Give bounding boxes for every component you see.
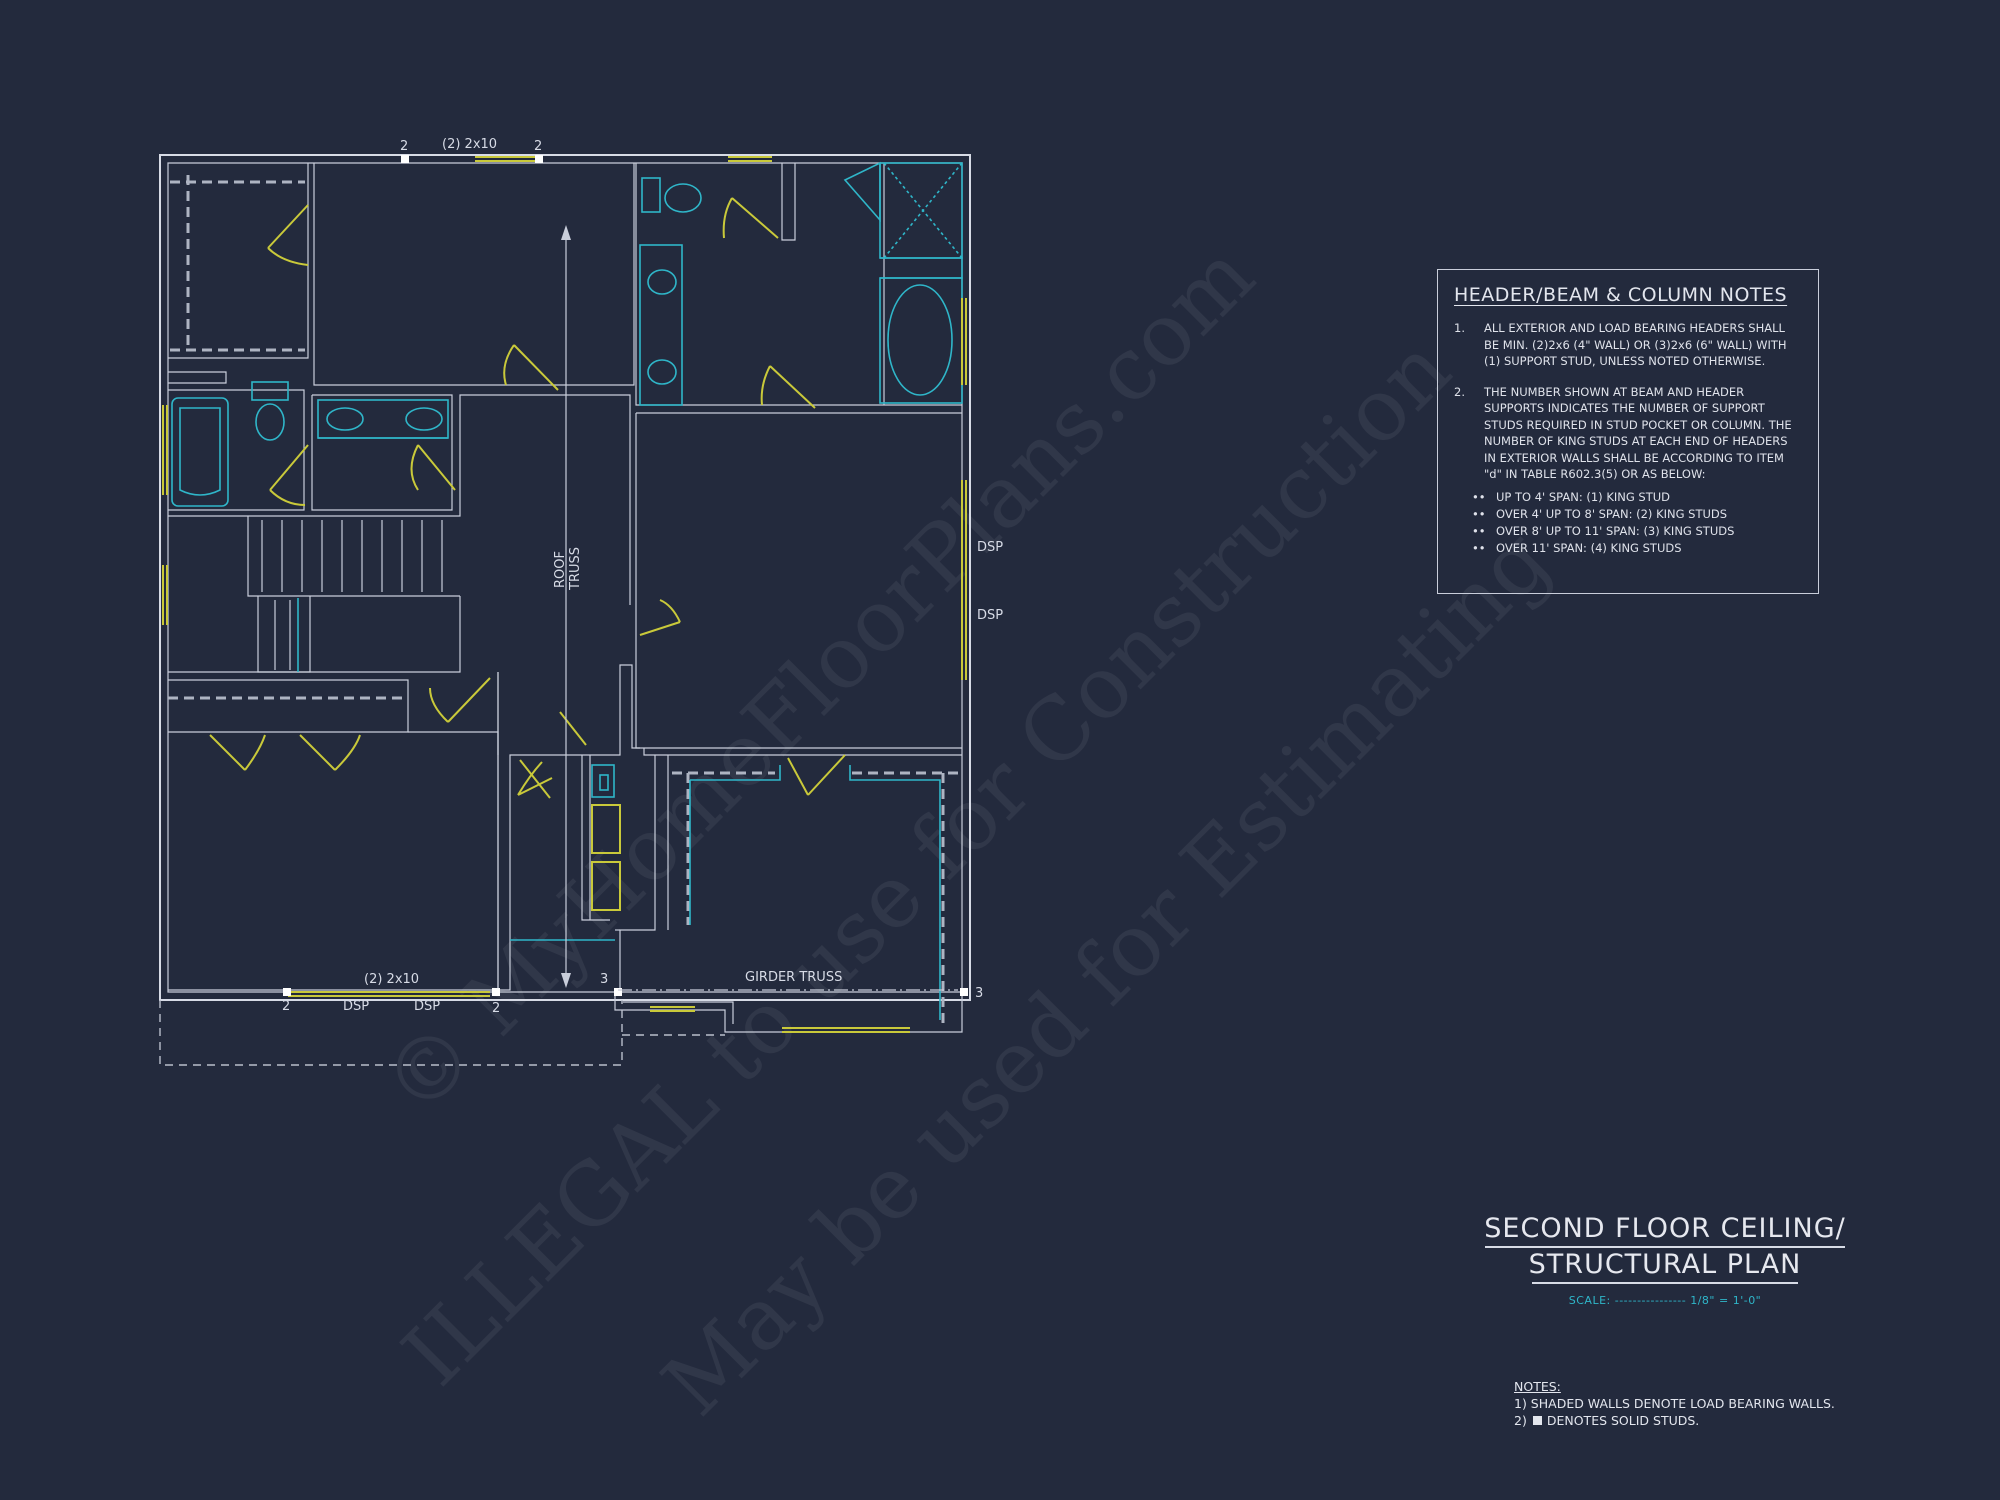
bullet-icon: •• — [1472, 489, 1486, 504]
header-top-label: (2) 2x10 — [442, 137, 497, 152]
general-note-2-text: DENOTES SOLID STUDS. — [1546, 1413, 1700, 1428]
door-swings — [209, 197, 846, 911]
load-bearing-lines — [168, 175, 960, 1025]
watermark-line-2: ILLEGAL to use for Construction — [384, 319, 1470, 1405]
bullet-icon: •• — [1472, 506, 1486, 521]
stud-count-label: 2 — [400, 139, 408, 154]
list-item: •• OVER 8' UP TO 11' SPAN: (3) KING STUD… — [1454, 523, 1802, 540]
roof-truss-arrow — [561, 225, 571, 988]
stair-treads — [261, 520, 443, 670]
list-item: •• OVER 4' UP TO 8' SPAN: (2) KING STUDS — [1454, 506, 1802, 523]
bullet-text: OVER 4' UP TO 8' SPAN: (2) KING STUDS — [1496, 506, 1728, 521]
stud-count-label: 3 — [975, 986, 983, 1001]
windows — [162, 156, 967, 1033]
notes-title: HEADER/BEAM & COLUMN NOTES — [1454, 284, 1788, 306]
roof-truss-label: TRUSS — [568, 547, 583, 591]
watermark: © MyHomeFloorPlans.com ILLEGAL to use fo… — [364, 225, 1569, 1434]
stud-count-label: 3 — [600, 972, 608, 987]
drawing-title-line-1: SECOND FLOOR CEILING/ — [1484, 1213, 1846, 1244]
general-note-2: 2) DENOTES SOLID STUDS. — [1514, 1412, 1835, 1429]
king-stud-list: •• UP TO 4' SPAN: (1) KING STUD •• OVER … — [1454, 489, 1802, 557]
header-bottom-label: (2) 2x10 — [364, 972, 419, 987]
stud-count-label: 2 — [534, 139, 542, 154]
stud-count-label: 2 — [282, 999, 290, 1014]
dsp-label: DSP — [414, 999, 440, 1014]
drawing-title-line-2: STRUCTURAL PLAN — [1528, 1249, 1802, 1280]
header-beam-column-notes: HEADER/BEAM & COLUMN NOTES 1. ALL EXTERI… — [1437, 269, 1819, 594]
drawing-title-block: SECOND FLOOR CEILING/ STRUCTURAL PLAN SC… — [1440, 1212, 1890, 1307]
list-item: •• UP TO 4' SPAN: (1) KING STUD — [1454, 489, 1802, 506]
porch-outline — [159, 1000, 623, 1066]
interior-walls — [168, 163, 962, 991]
note-text: THE NUMBER SHOWN AT BEAM AND HEADER SUPP… — [1484, 384, 1792, 482]
list-item: •• OVER 11' SPAN: (4) KING STUDS — [1454, 540, 1802, 557]
bullet-icon: •• — [1472, 523, 1486, 538]
solid-studs — [283, 155, 968, 996]
general-note-1: 1) SHADED WALLS DENOTE LOAD BEARING WALL… — [1514, 1396, 1835, 1411]
dsp-label: DSP — [977, 540, 1003, 555]
bullet-text: UP TO 4' SPAN: (1) KING STUD — [1496, 489, 1671, 504]
bullet-text: OVER 11' SPAN: (4) KING STUDS — [1496, 540, 1682, 555]
girder-truss-label: GIRDER TRUSS — [745, 970, 842, 985]
note-text: ALL EXTERIOR AND LOAD BEARING HEADERS SH… — [1484, 321, 1787, 368]
solid-stud-icon — [1532, 1416, 1542, 1425]
title-underline — [1532, 1282, 1798, 1284]
title-underline — [1485, 1246, 1845, 1248]
note-item: 2. THE NUMBER SHOWN AT BEAM AND HEADER S… — [1454, 384, 1802, 483]
note-number: 1. — [1454, 321, 1465, 335]
scale-label: SCALE: ---------------- 1/8" = 1'-0" — [1568, 1294, 1762, 1307]
general-notes-header: NOTES: — [1514, 1379, 1561, 1394]
plan-labels: (2) 2x10 2 2 (2) 2x10 2 DSP DSP 2 3 3 GI… — [282, 137, 1003, 1016]
general-note-2-prefix: 2) — [1514, 1413, 1527, 1428]
stud-count-label: 2 — [492, 1001, 500, 1016]
dsp-label: DSP — [343, 999, 369, 1014]
note-number: 2. — [1454, 384, 1465, 399]
dsp-label: DSP — [977, 608, 1003, 623]
roof-truss-label: ROOF — [553, 551, 568, 588]
general-notes: NOTES: 1) SHADED WALLS DENOTE LOAD BEARI… — [1514, 1378, 1835, 1429]
fixtures — [171, 161, 963, 1020]
bullet-text: OVER 8' UP TO 11' SPAN: (3) KING STUDS — [1496, 523, 1735, 538]
bullet-icon: •• — [1472, 540, 1486, 555]
note-item: 1. ALL EXTERIOR AND LOAD BEARING HEADERS… — [1454, 320, 1802, 370]
